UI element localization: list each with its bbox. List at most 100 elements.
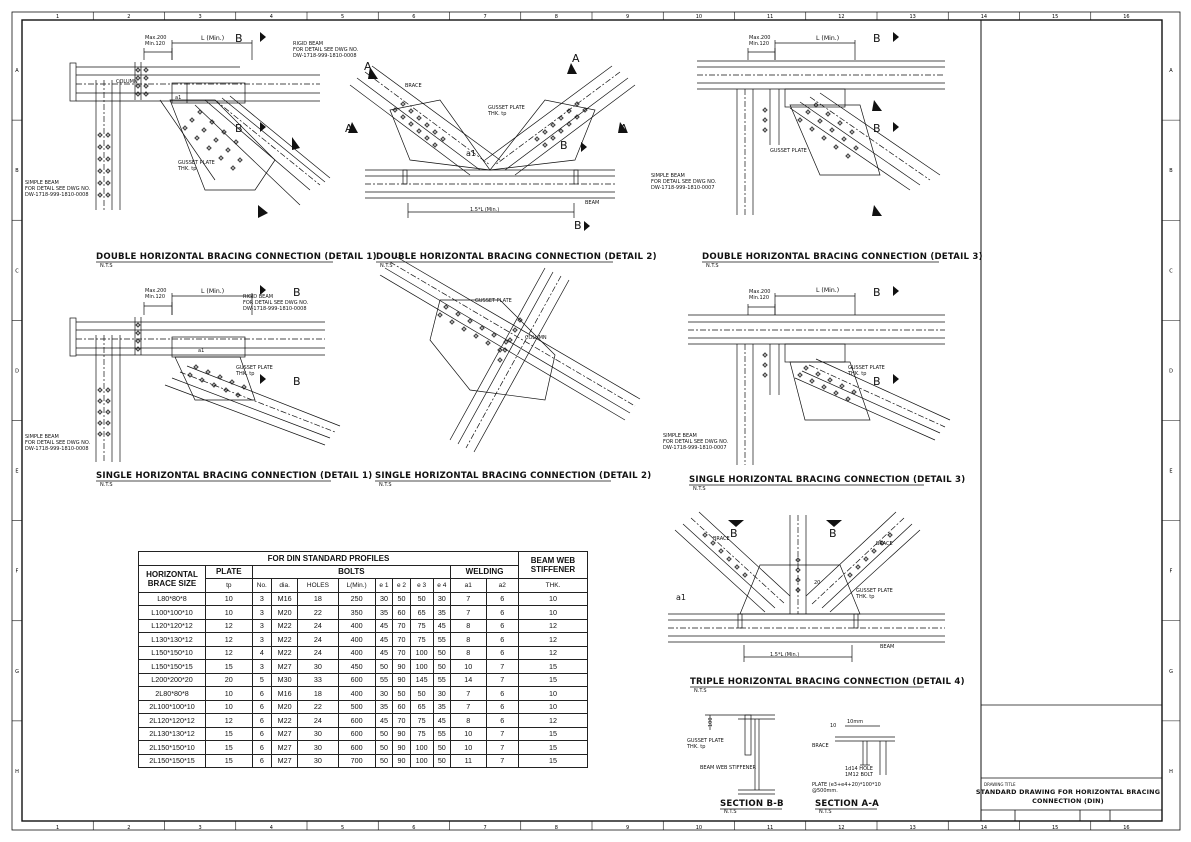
d3-b-label: B — [873, 32, 881, 45]
table-cell: 60 — [392, 699, 411, 714]
table-cell: L150*150*15 — [138, 659, 206, 674]
s3-simple-beam: SIMPLE BEAM — [663, 433, 697, 439]
table-cell: 30 — [432, 591, 452, 606]
bolt-icon — [135, 91, 141, 97]
table-cell: 15 — [518, 753, 588, 768]
table-cell: 10 — [450, 726, 487, 741]
table-cell: 10 — [518, 605, 588, 620]
table-main-header: FOR DIN STANDARD PROFILES — [138, 551, 519, 566]
table-cell: 50 — [392, 591, 411, 606]
section-arrow-icon — [368, 67, 378, 79]
table-cell: 18 — [297, 591, 339, 606]
column-number: 1 — [56, 14, 59, 20]
row-letter: H — [1169, 769, 1173, 775]
detail-double-1 — [69, 40, 331, 210]
s3-simple-dwg: DW-1718-999-1810-0007 — [663, 445, 727, 451]
table-cell: 400 — [337, 618, 376, 633]
bolt-icon — [209, 119, 215, 125]
bolt-icon — [211, 382, 217, 388]
detail-single-1 — [69, 293, 341, 462]
bolt-icon — [105, 420, 111, 426]
section-arrow-icon — [872, 205, 882, 216]
d1-max200: Max.200 — [145, 35, 166, 41]
d2-a1: a1 — [466, 149, 476, 158]
bolt-icon — [558, 115, 564, 121]
table-cell: L80*80*8 — [138, 591, 206, 606]
column-number: 4 — [270, 825, 273, 831]
table-cell: 18 — [297, 686, 339, 701]
bolt-icon — [197, 109, 203, 115]
table-cell: 55 — [432, 632, 452, 647]
bolt-icon — [863, 556, 869, 562]
bolt-icon — [853, 145, 859, 151]
bolt-icon — [105, 192, 111, 198]
table-cell: 50 — [432, 740, 452, 755]
bolt-icon — [829, 127, 835, 133]
scale-double-2: N.T.S — [380, 263, 393, 269]
title-double-2: DOUBLE HORIZONTAL BRACING CONNECTION (DE… — [376, 252, 657, 262]
bolt-icon — [201, 127, 207, 133]
d2-brace: BRACE — [405, 83, 422, 89]
table-col-bolts: BOLTS — [251, 564, 452, 579]
table-cell: L120*120*12 — [138, 618, 206, 633]
table-cell: 12 — [518, 632, 588, 647]
table-cell: 600 — [337, 740, 376, 755]
d1-simple-dwg: DW-1718-999-1810-0008 — [25, 192, 89, 198]
bolt-icon — [218, 155, 224, 161]
table-cell: M27 — [271, 740, 299, 755]
s1-rigid-beam: RIGID BEAM — [243, 294, 273, 300]
table-cell: 6 — [251, 753, 273, 768]
bolt-icon — [221, 129, 227, 135]
bolt-icon — [871, 548, 877, 554]
table-cell: 10 — [518, 686, 588, 701]
table-cell: M22 — [271, 632, 299, 647]
table-cell: 2L150*150*10 — [138, 740, 206, 755]
row-letter: E — [1169, 469, 1172, 475]
table-col-brace: HORIZONTAL BRACE SIZE — [138, 564, 206, 593]
table-cell: 10 — [518, 591, 588, 606]
table-cell: 60 — [392, 605, 411, 620]
row-letter: B — [1169, 168, 1173, 174]
title-block-line1: STANDARD DRAWING FOR HORIZONTAL BRACING — [976, 788, 1160, 796]
section-arrow-icon — [826, 520, 842, 527]
bolt-icon — [473, 333, 479, 339]
bolt-icon — [424, 122, 430, 128]
table-cell: 15 — [518, 726, 588, 741]
title-double-3: DOUBLE HORIZONTAL BRACING CONNECTION (DE… — [702, 252, 983, 262]
table-cell: 15 — [518, 672, 588, 687]
saa-brace: BRACE — [812, 743, 829, 749]
bolt-icon — [97, 431, 103, 437]
column-number: 6 — [412, 825, 415, 831]
bolt-icon — [566, 121, 572, 127]
table-cell: 50 — [409, 591, 434, 606]
table-cell: 50 — [432, 753, 452, 768]
title-section-aa: SECTION A-A — [815, 799, 879, 809]
d1-lmin: L (Min.) — [201, 35, 224, 42]
d1-min120: Min.120 — [145, 41, 165, 47]
table-cell: L150*150*10 — [138, 645, 206, 660]
bolt-icon — [821, 135, 827, 141]
s3-for-detail: FOR DETAIL SEE DWG NO. — [663, 439, 729, 445]
bolt-icon — [408, 108, 414, 114]
title-block-label: DRAWING TITLE — [984, 782, 1016, 787]
table-cell: 700 — [337, 753, 376, 768]
column-number: 5 — [341, 14, 344, 20]
table-cell: 12 — [518, 618, 588, 633]
table-cell: 6 — [251, 699, 273, 714]
column-number: 5 — [341, 825, 344, 831]
table-cell: 45 — [374, 645, 394, 660]
bolt-icon — [237, 157, 243, 163]
column-number: 15 — [1052, 825, 1058, 831]
bolt-icon — [97, 387, 103, 393]
column-number: 10 — [696, 14, 702, 20]
table-cell: 12 — [205, 618, 253, 633]
table-cell: 10 — [205, 591, 253, 606]
section-arrow-icon — [728, 520, 744, 527]
column-number: 15 — [1052, 14, 1058, 20]
s2-column: COLUMN — [525, 335, 547, 341]
table-cell: 45 — [432, 618, 452, 633]
column-number: 8 — [555, 825, 558, 831]
section-arrow-icon — [292, 137, 300, 150]
